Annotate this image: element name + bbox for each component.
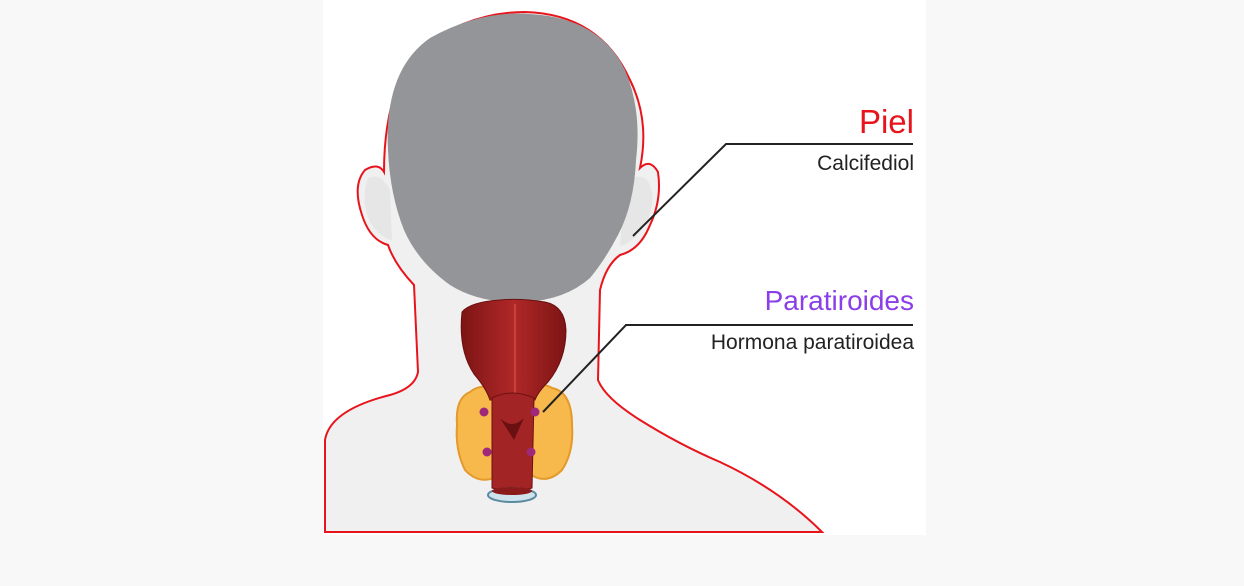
- skin-label-subtitle: Calcifediol: [817, 152, 914, 176]
- parathyroid-dot: [531, 408, 540, 417]
- parathyroid-label-subtitle: Hormona paratiroidea: [711, 331, 914, 355]
- parathyroid-label-title: Paratiroides: [765, 285, 914, 317]
- skin-label-title: Piel: [859, 104, 914, 140]
- parathyroid-dot: [483, 448, 492, 457]
- parathyroid-dot: [480, 408, 489, 417]
- trachea: [492, 393, 534, 491]
- hair: [388, 14, 638, 303]
- parathyroid-dot: [527, 448, 536, 457]
